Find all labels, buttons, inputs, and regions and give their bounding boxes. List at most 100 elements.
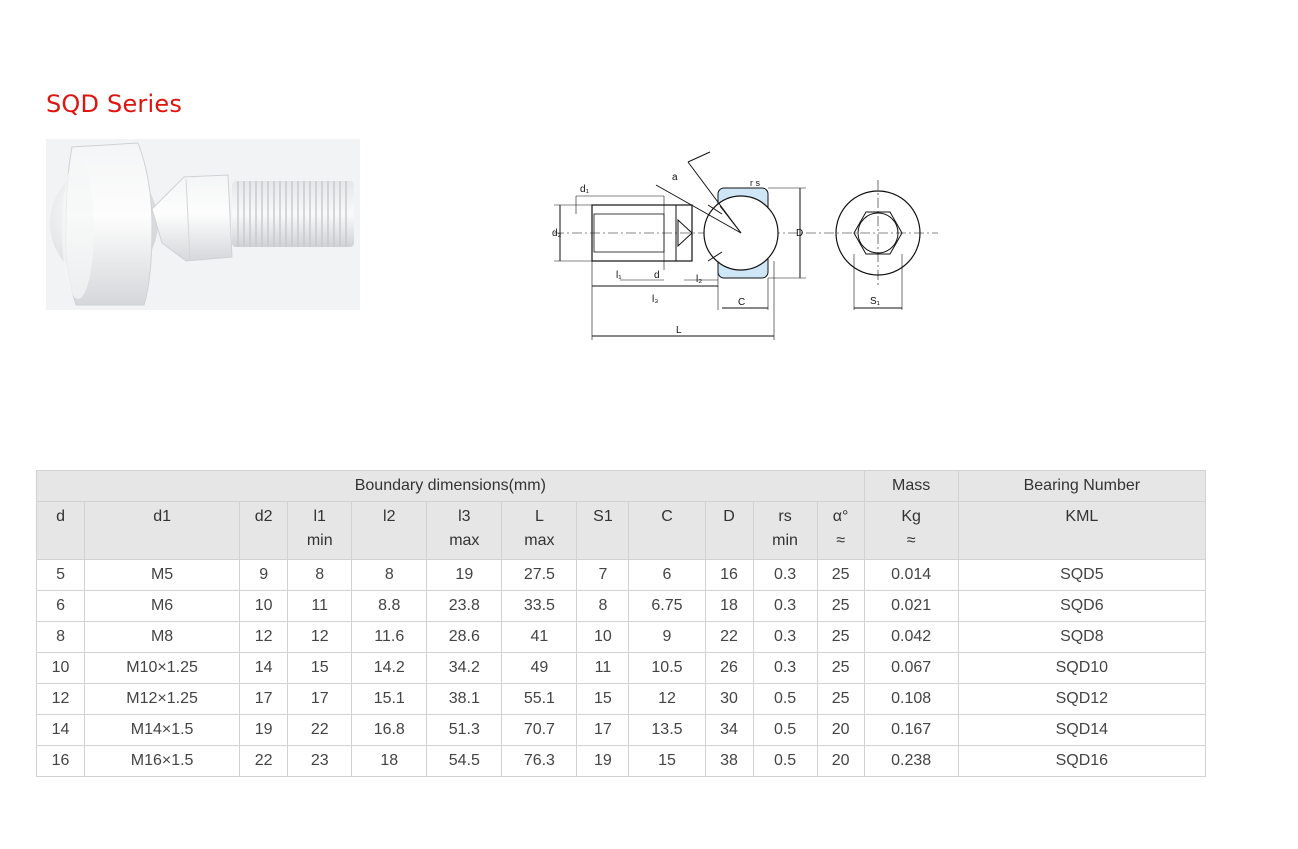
table-header: Boundary dimensions(mm) Mass Bearing Num… [35,470,1207,560]
table-cell: 0.238 [863,745,959,777]
table-cell: 0.3 [752,652,818,684]
label-c: C [738,297,745,308]
col-header-kml: KML [957,501,1207,560]
table-cell: SQD6 [957,590,1207,622]
table-cell: 9 [239,559,289,591]
table-cell: 10 [239,590,289,622]
table-cell: 25 [816,621,865,653]
table-cell: 14 [35,714,86,746]
table-cell: 20 [816,745,865,777]
table-cell: 54.5 [426,745,503,777]
table-cell: SQD12 [957,683,1207,715]
table-cell: 0.5 [752,683,818,715]
table-cell: M8 [84,621,241,653]
table-cell: M12×1.25 [84,683,241,715]
table-cell: M6 [84,590,241,622]
table-cell: 11 [576,652,630,684]
table-cell: 8 [351,559,428,591]
table-cell: 10 [35,652,86,684]
table-cell: 7 [576,559,630,591]
table-cell: 25 [816,590,865,622]
col-header-d1: d1 [84,501,241,560]
table-cell: 18 [351,745,428,777]
table-cell: 0.3 [752,621,818,653]
table-cell: 20 [816,714,865,746]
table-cell: 10.5 [628,652,706,684]
table-cell: 8 [576,590,630,622]
table-cell: 12 [287,621,353,653]
table-cell: 14.2 [351,652,428,684]
table-cell: 5 [35,559,86,591]
table-cell: 22 [704,621,754,653]
table-cell: 25 [816,683,865,715]
col-header-c: C [628,501,706,560]
label-l2: l₂ [696,274,702,285]
col-header-alpha: α°≈ [816,501,865,560]
table-cell: 6.75 [628,590,706,622]
table-cell: 33.5 [501,590,578,622]
table-cell: 17 [576,714,630,746]
table-cell: 12 [239,621,289,653]
header-bearing-number: Bearing Number [957,470,1207,502]
table-cell: 28.6 [426,621,503,653]
table-cell: 34.2 [426,652,503,684]
col-header-kg: Kg≈ [863,501,959,560]
header-mass: Mass [863,470,959,502]
table-cell: 0.5 [752,745,818,777]
header-boundary-dimensions: Boundary dimensions(mm) [36,470,865,502]
table-cell: 76.3 [501,745,578,777]
label-rs: r s [750,178,760,188]
table-cell: M5 [84,559,241,591]
table-cell: M16×1.5 [84,745,241,777]
table-cell: 25 [816,652,865,684]
col-header-s1: S1 [576,501,630,560]
table-cell: 18 [704,590,754,622]
table-cell: 26 [704,652,754,684]
label-l3: l₃ [652,294,658,305]
table-cell: SQD10 [957,652,1207,684]
table-cell: SQD16 [957,745,1207,777]
table-cell: 0.5 [752,714,818,746]
col-header-l2: l2 [351,501,428,560]
table-cell: 23.8 [426,590,503,622]
table-cell: 55.1 [501,683,578,715]
label-D: D [796,228,803,239]
table-cell: 15 [287,652,353,684]
table-cell: 19 [239,714,289,746]
table-cell: 14 [239,652,289,684]
label-d1: d₁ [580,184,590,195]
table-cell: 51.3 [426,714,503,746]
table-cell: 9 [628,621,706,653]
table-cell: 16.8 [351,714,428,746]
table-cell: 15 [628,745,706,777]
page-title: SQD Series [46,90,183,118]
table-cell: 0.167 [863,714,959,746]
table-cell: 13.5 [628,714,706,746]
table-cell: 38 [704,745,754,777]
label-d2: d₂ [552,228,562,239]
table-cell: SQD5 [957,559,1207,591]
table-cell: 22 [287,714,353,746]
table-cell: 0.3 [752,590,818,622]
table-cell: 0.042 [863,621,959,653]
label-s1: S₁ [870,296,881,307]
table-cell: 16 [35,745,86,777]
col-header-d2: d2 [239,501,289,560]
table-cell: 0.021 [863,590,959,622]
table-cell: 19 [426,559,503,591]
table-cell: 6 [628,559,706,591]
table-cell: 15.1 [351,683,428,715]
product-photo [46,139,360,310]
table-cell: 41 [501,621,578,653]
table-cell: 25 [816,559,865,591]
table-cell: 10 [576,621,630,653]
